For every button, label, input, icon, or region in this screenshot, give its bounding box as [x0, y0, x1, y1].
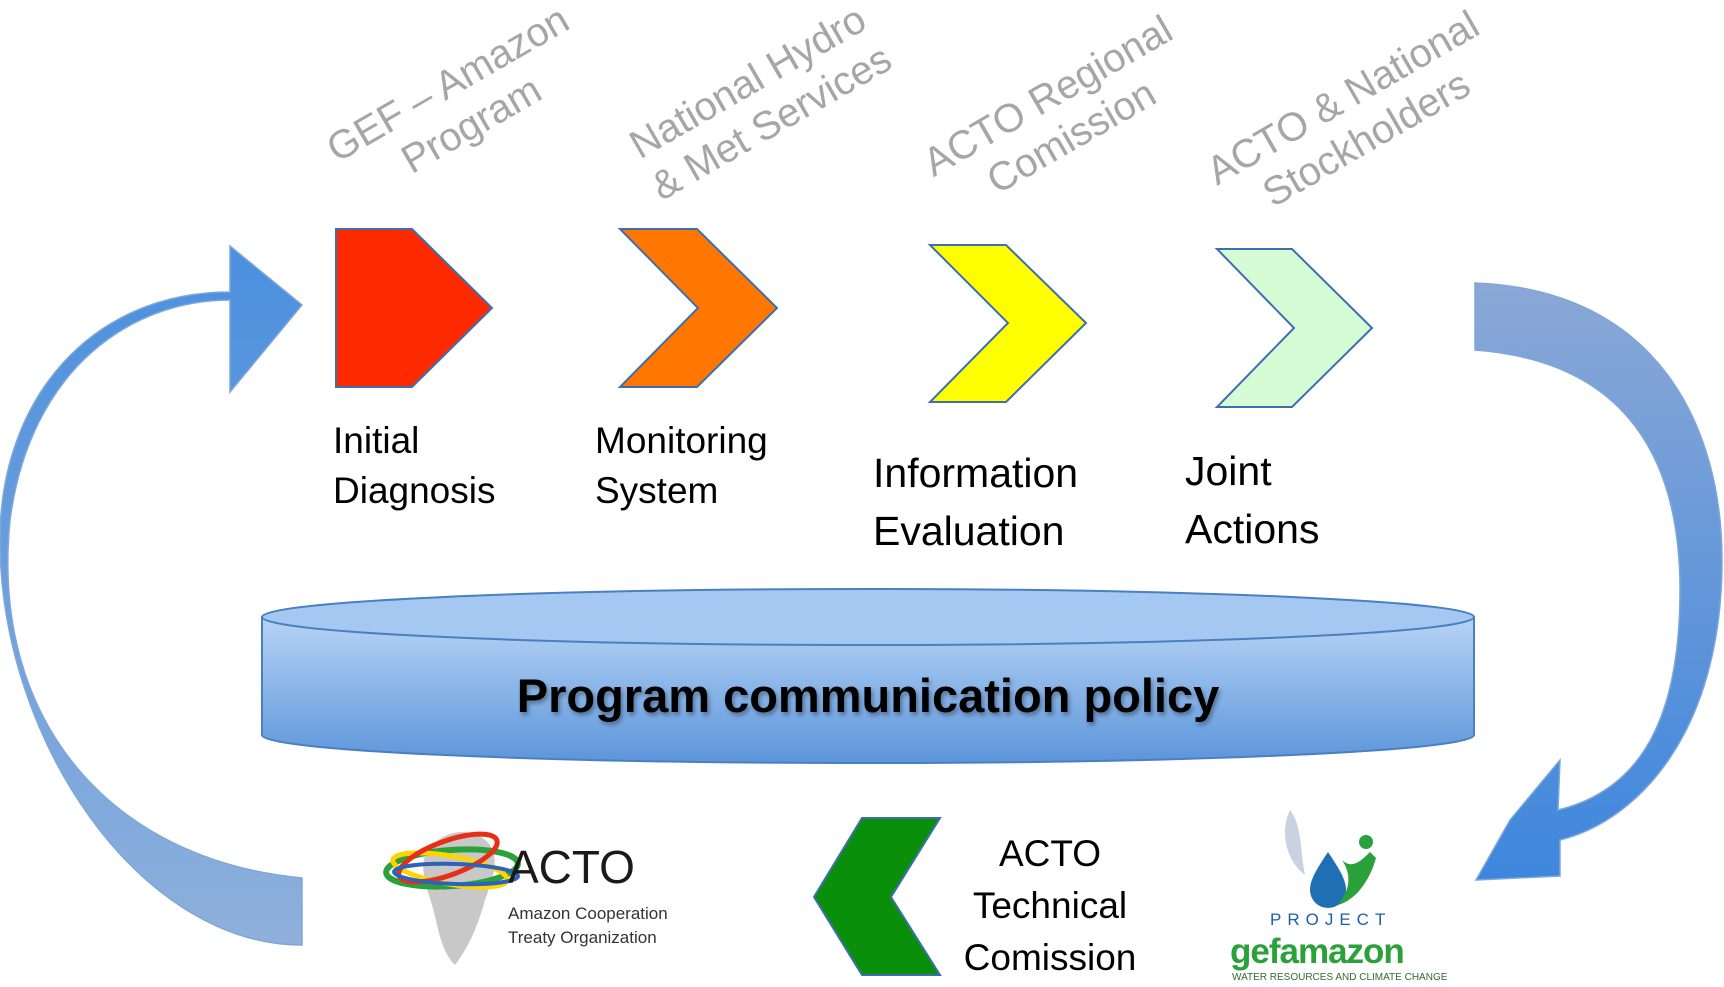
acto-logo-subtitle-line: Amazon Cooperation [508, 904, 668, 923]
step-label-joint-actions: Joint Actions [1185, 442, 1319, 558]
step-label-line: Initial [333, 420, 420, 461]
step-label-line: System [595, 470, 719, 511]
acto-logo-subtitle: Amazon Cooperation Treaty Organization [508, 902, 668, 950]
step-shape-monitoring-system [617, 228, 779, 388]
gefamazon-logo-mark [1285, 810, 1376, 908]
step-label-line: Joint [1185, 448, 1272, 494]
gef-logo-project: PROJECT [1270, 910, 1392, 929]
gef-logo-name: gefamazon [1230, 932, 1405, 971]
technical-commission-line: Technical [972, 885, 1128, 926]
step-label-line: Information [873, 450, 1079, 496]
step-shape-information-evaluation [927, 244, 1088, 403]
step-label-line: Monitoring [595, 420, 768, 461]
technical-commission-line: Comission [963, 937, 1137, 978]
step-label-line: Evaluation [873, 508, 1065, 554]
cycle-arrow-right [1474, 282, 1723, 881]
step-label-information-evaluation: Information Evaluation [873, 444, 1078, 560]
acto-logo-subtitle-line: Treaty Organization [508, 928, 657, 947]
step-shape-joint-actions [1214, 248, 1374, 408]
step-label-initial-diagnosis: Initial Diagnosis [333, 416, 495, 516]
step-label-line: Diagnosis [333, 470, 496, 511]
policy-cylinder [261, 588, 1475, 764]
cycle-arrow-left [0, 244, 304, 946]
step-label-monitoring-system: Monitoring System [595, 416, 768, 516]
step-label-line: Actions [1185, 506, 1320, 552]
policy-label: Program communication policy [516, 669, 1220, 722]
technical-commission-line: ACTO [998, 833, 1102, 874]
gef-logo-tagline: WATER RESOURCES AND CLIMATE CHANGE [1232, 972, 1448, 983]
acto-logo-name: ACTO [508, 841, 635, 893]
step-shape-technical-commission [812, 817, 942, 976]
step-shape-initial-diagnosis [335, 228, 494, 388]
technical-commission-label: ACTO Technical Comission [940, 828, 1160, 984]
acto-logo-mark [383, 831, 521, 965]
